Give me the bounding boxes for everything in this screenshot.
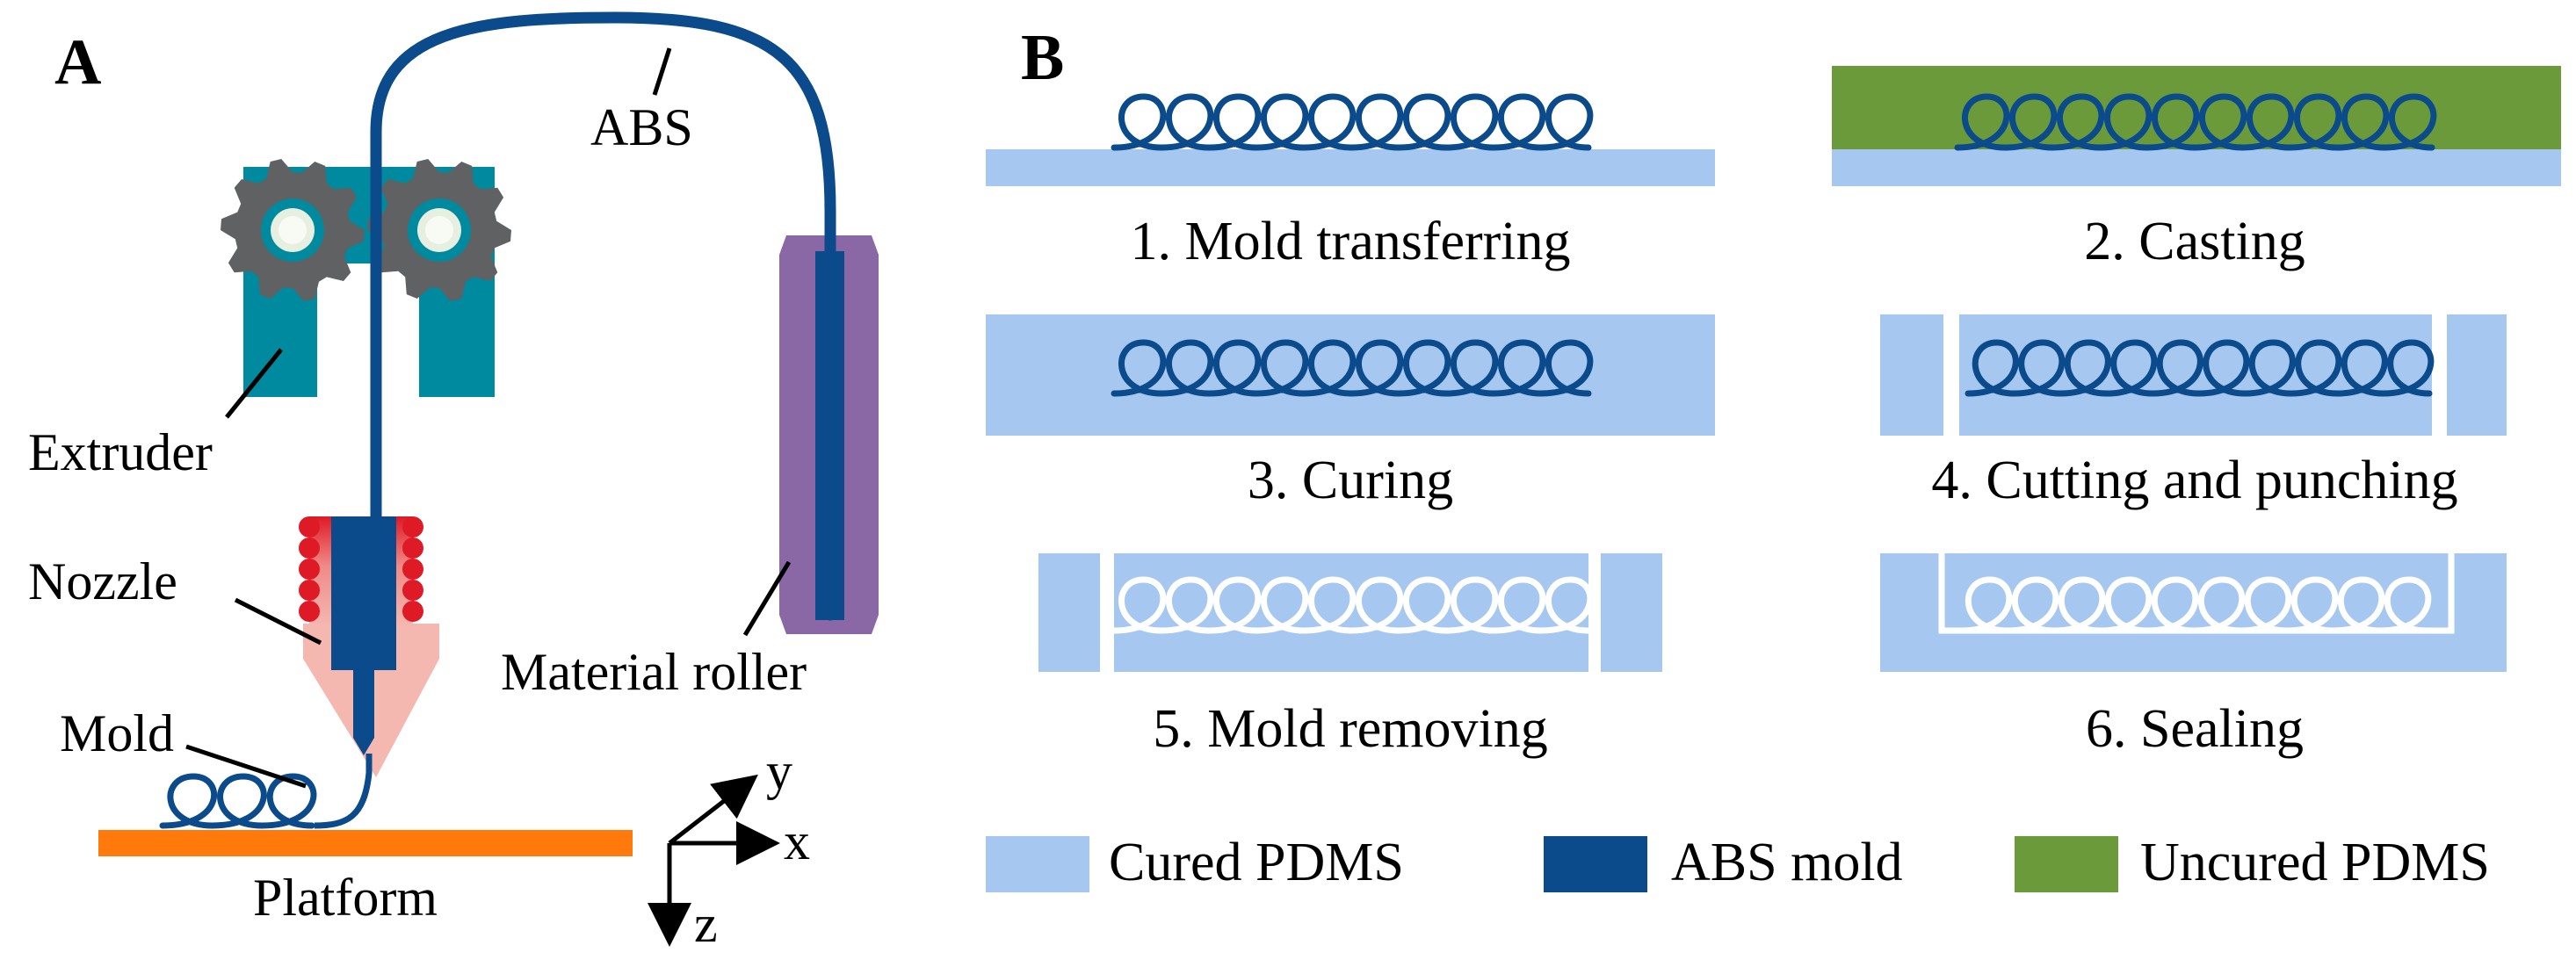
step-6-caption: 6. Sealing xyxy=(2086,699,2304,759)
cured-pdms-base xyxy=(986,149,1715,186)
cured-pdms-base xyxy=(1832,149,2561,186)
platform-label: Platform xyxy=(253,869,438,927)
heater-coils xyxy=(299,516,423,622)
channel-coil xyxy=(1957,576,2432,634)
step-3-caption: 3. Curing xyxy=(1248,451,1453,510)
filament-to-mold xyxy=(314,754,373,829)
panel-b-label: B xyxy=(1021,22,1064,94)
axis-y-label: y xyxy=(766,742,792,800)
panel-a-label: A xyxy=(54,26,101,98)
step-2-illustration xyxy=(1832,66,2561,186)
extruder-gears xyxy=(221,159,511,301)
step-5-caption: 5. Mold removing xyxy=(1153,699,1547,759)
abs-mold-coil xyxy=(1111,93,1594,151)
legend: Cured PDMS ABS mold Uncured PDMS xyxy=(986,833,2490,892)
heater-coil-bump xyxy=(402,601,423,622)
heater-coil-bump xyxy=(299,516,320,538)
step-6-illustration xyxy=(1880,553,2507,672)
step-4-illustration xyxy=(1880,314,2507,436)
platform xyxy=(98,830,633,856)
abs-label: ABS xyxy=(590,98,693,156)
roller-leader xyxy=(742,560,792,637)
extruder-label: Extruder xyxy=(28,423,213,481)
heater-coil-bump xyxy=(299,601,320,622)
step-1-caption: 1. Mold transferring xyxy=(1130,212,1570,271)
abs-mold-coil xyxy=(1111,339,1594,397)
axis-x-label: x xyxy=(784,812,810,870)
heater-coil-bump xyxy=(402,559,423,580)
nozzle-barrel xyxy=(331,516,396,670)
panel-a: A xyxy=(28,11,879,953)
material-roller xyxy=(779,235,879,634)
pdms-piece-left xyxy=(1038,553,1100,672)
abs-mold-coil xyxy=(1954,93,2437,151)
heater-coil-bump xyxy=(402,516,423,538)
step-1-illustration xyxy=(986,93,1715,186)
pdms-piece-left xyxy=(1880,314,1943,436)
gear-icon xyxy=(221,159,365,301)
heater-coil-bump xyxy=(299,580,320,601)
extruder-leader xyxy=(225,348,283,419)
nozzle-tip xyxy=(353,669,374,755)
step-2-caption: 2. Casting xyxy=(2084,212,2305,271)
legend-label-cured-pdms: Cured PDMS xyxy=(1109,833,1404,892)
legend-swatch-abs-mold xyxy=(1544,836,1647,892)
legend-swatch-cured-pdms xyxy=(986,836,1089,892)
channel-coil xyxy=(1111,576,1594,634)
legend-label-abs-mold: ABS mold xyxy=(1671,833,1903,892)
printed-mold-coil xyxy=(159,773,317,829)
coordinate-axes: y x z xyxy=(648,742,810,953)
abs-leader xyxy=(652,47,672,96)
abs-mold-coil xyxy=(1965,339,2435,397)
heater-coil-bump xyxy=(299,538,320,559)
legend-label-uncured-pdms: Uncured PDMS xyxy=(2140,833,2490,892)
mold-label: Mold xyxy=(60,704,174,762)
extruder xyxy=(221,159,511,397)
mold-leader xyxy=(185,744,307,789)
axis-z-label: z xyxy=(694,895,718,953)
gear-icon xyxy=(367,159,511,301)
pdms-piece-right xyxy=(1601,553,1662,672)
step-4-caption: 4. Cutting and punching xyxy=(1931,451,2457,510)
heater-coil-bump xyxy=(402,538,423,559)
panel-b: B 1. Mold transferring 2. Casting 3. Cur… xyxy=(986,22,2561,892)
material-roller-label: Material roller xyxy=(501,643,807,701)
step-3-illustration xyxy=(986,314,1715,436)
nozzle-leader xyxy=(234,597,322,646)
abs-filament xyxy=(370,11,836,621)
pdms-piece-right xyxy=(2447,314,2507,436)
nozzle-assembly xyxy=(299,516,439,777)
step-5-illustration xyxy=(1038,553,1662,672)
heater-coil-bump xyxy=(402,580,423,601)
axis-y-arrow xyxy=(668,774,758,845)
heater-coil-bump xyxy=(299,559,320,580)
legend-swatch-uncured-pdms xyxy=(2015,836,2118,892)
nozzle-label: Nozzle xyxy=(28,552,177,610)
